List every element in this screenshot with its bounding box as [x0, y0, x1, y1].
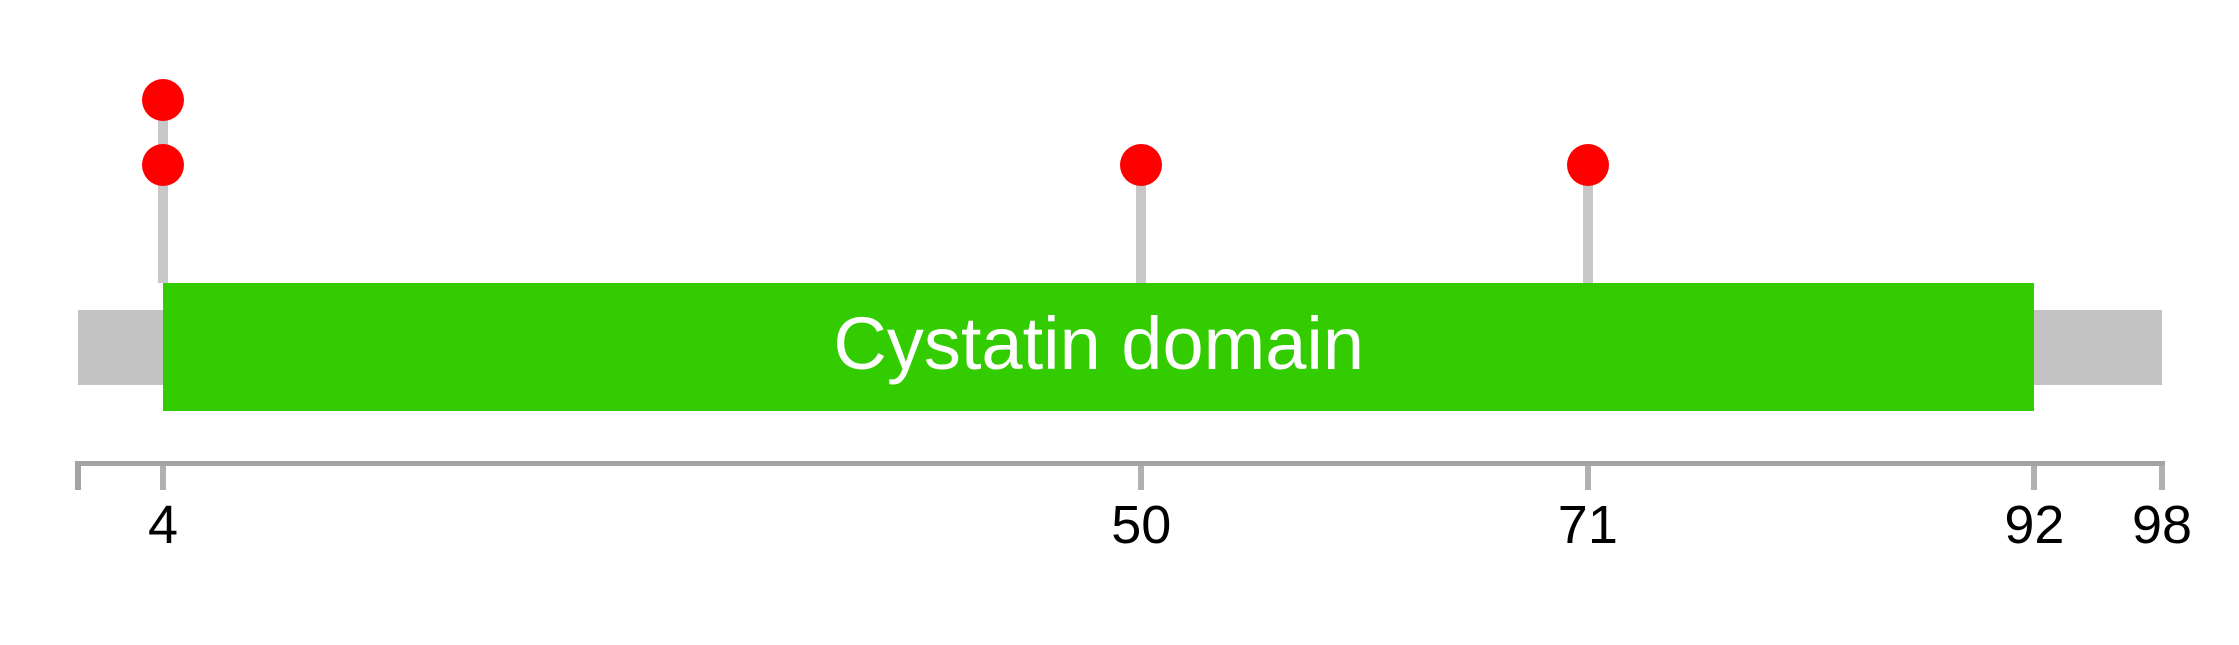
axis-tick: [2159, 466, 2165, 490]
axis-tick-label: 50: [1111, 495, 1172, 555]
axis-tick-label: 4: [148, 495, 179, 555]
domain-cystatin: Cystatin domain: [163, 283, 2035, 411]
domain-label: Cystatin domain: [833, 302, 1364, 385]
axis-tick-label: 92: [2004, 495, 2065, 555]
mutation-stem: [158, 99, 169, 283]
mutation-circle: [142, 78, 185, 121]
axis-tick: [160, 466, 167, 490]
axis-end-cap: [75, 461, 81, 490]
mutation-stem: [1582, 165, 1593, 283]
mutation-circle: [142, 144, 185, 186]
axis-tick: [1584, 466, 1591, 490]
mutation-circle: [1566, 144, 1609, 186]
axis-tick-label: 98: [2131, 495, 2193, 555]
mutation-circle: [1120, 144, 1163, 186]
axis-line: [75, 461, 2165, 466]
axis-tick: [1138, 466, 1145, 490]
mutation-stem: [1136, 165, 1147, 283]
axis-tick: [2031, 466, 2038, 490]
axis-tick-label: 71: [1557, 495, 1618, 555]
